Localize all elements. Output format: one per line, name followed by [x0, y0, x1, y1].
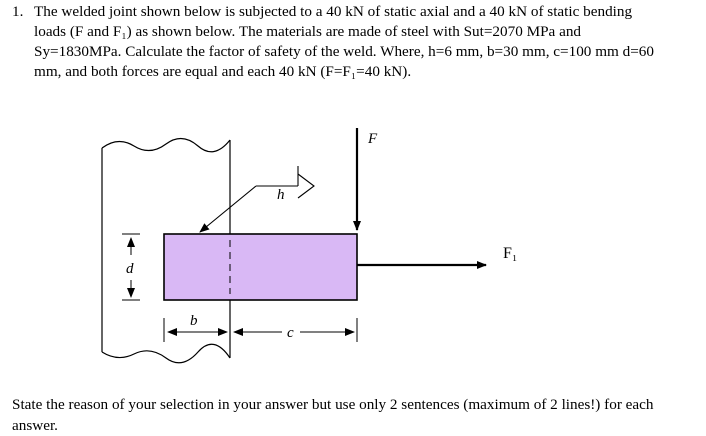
problem-line-2: loads (F and F₁) as shown below. The mat… — [34, 23, 582, 40]
weld-size-label: h — [277, 187, 285, 203]
dimension-b — [163, 318, 231, 342]
support-wall — [101, 137, 231, 364]
dimension-c-label: c — [287, 325, 294, 341]
problem-number: 1. — [12, 3, 24, 20]
instruction-text: State the reason of your selection in yo… — [12, 396, 654, 434]
dimension-b-label: b — [190, 313, 198, 329]
welded-plate — [163, 233, 358, 301]
weld-symbol — [199, 166, 315, 233]
problem-line-1: The welded joint shown below is subjecte… — [34, 3, 633, 20]
problem-line-4: mm, and both forces are equal and each 4… — [34, 63, 412, 80]
force-f1-label: F₁ — [503, 245, 517, 262]
force-f-label: F — [367, 131, 378, 147]
dimension-d-label: d — [126, 261, 134, 277]
problem-line-3: Sy=1830MPa. Calculate the factor of safe… — [34, 43, 654, 60]
dimension-d — [122, 233, 140, 301]
dimension-c — [233, 318, 358, 342]
